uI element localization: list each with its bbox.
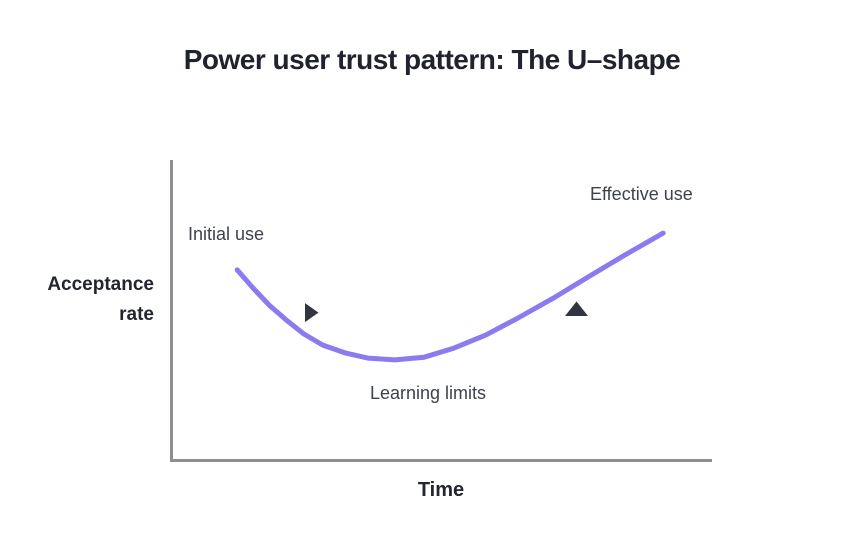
annotation-effective-use: Effective use (590, 184, 693, 204)
chart-title: Power user trust pattern: The U–shape (183, 44, 681, 75)
x-axis-title: Time (417, 479, 465, 501)
annotation-learning-limits: Learning limits (370, 383, 487, 403)
trust-curve (234, 230, 666, 363)
y-axis-line (170, 160, 173, 462)
triangle-right-marker-icon (305, 303, 319, 323)
y-axis-title: Acceptance rate (47, 274, 154, 325)
x-axis-line (170, 459, 712, 462)
triangle-up-marker-icon (565, 301, 588, 316)
annotation-initial-use: Initial use (188, 224, 265, 244)
plot-area (234, 230, 666, 363)
